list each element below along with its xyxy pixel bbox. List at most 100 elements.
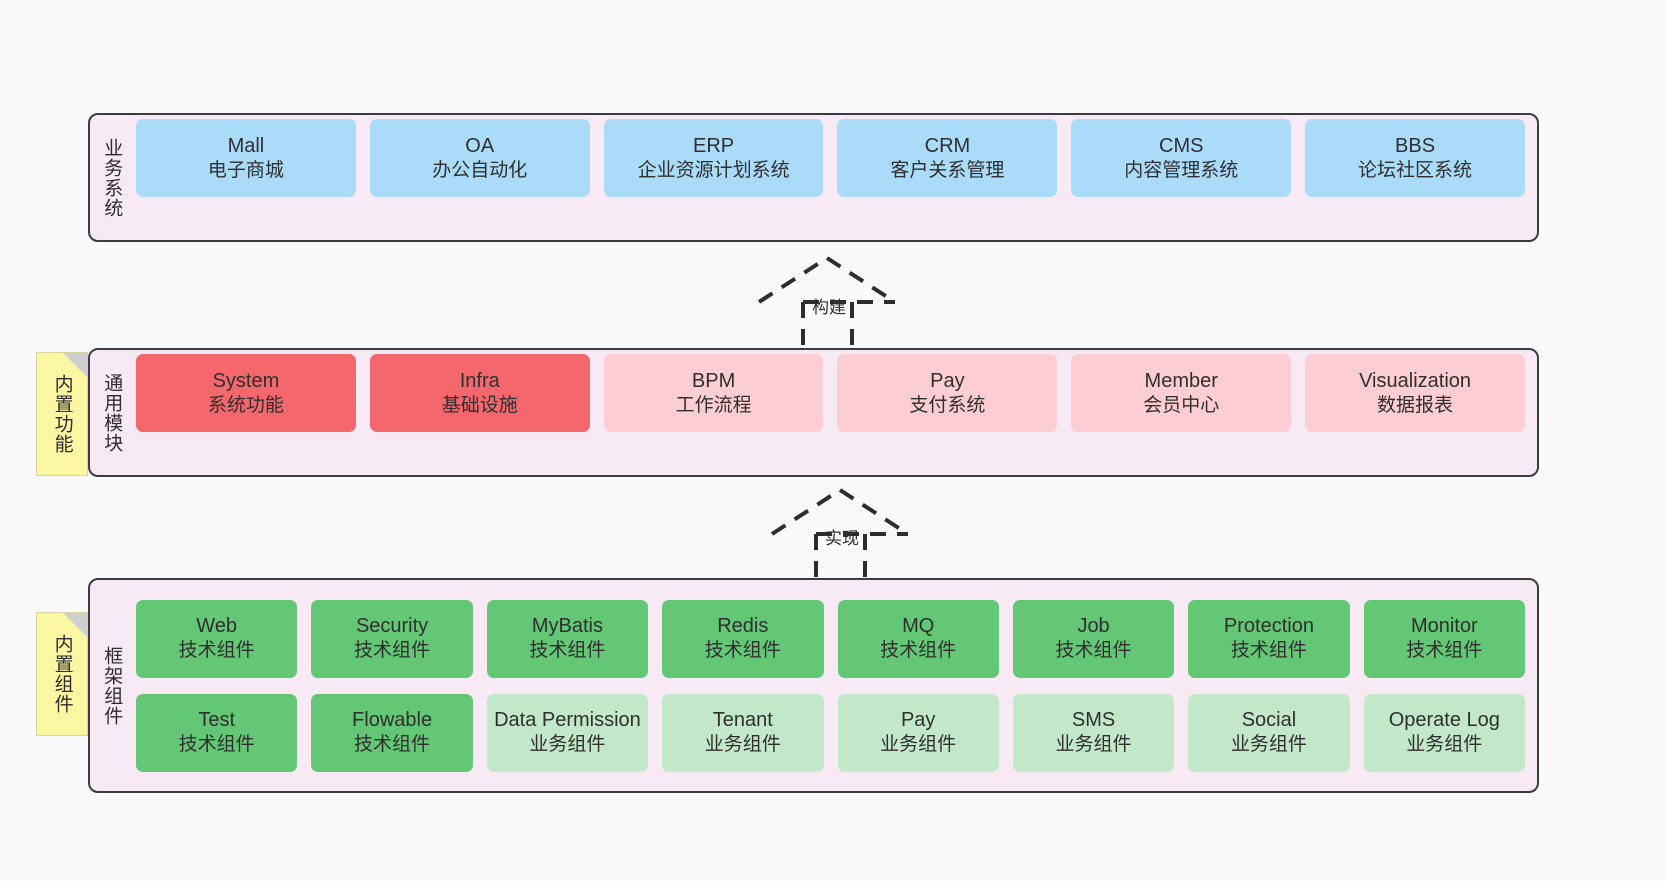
module-crm-en: CRM bbox=[924, 134, 971, 157]
component-tenant-en: Tenant bbox=[712, 709, 773, 732]
component-security-en: Security bbox=[355, 615, 429, 638]
module-system[interactable]: System 系统功能 bbox=[136, 354, 356, 432]
component-web-cn: 技术组件 bbox=[178, 640, 255, 662]
layer-business-system: 业务系统 Mall 电子商城 OA 办公自动化 ERP 企业资源计划系统 CRM… bbox=[88, 113, 1539, 242]
component-test[interactable]: Test 技术组件 bbox=[136, 693, 298, 772]
component-data-permission-en: Data Permission bbox=[494, 709, 641, 732]
component-job-cn: 技术组件 bbox=[1055, 640, 1132, 662]
module-pay-en: Pay bbox=[930, 369, 965, 392]
component-flowable-cn: 技术组件 bbox=[354, 734, 431, 756]
component-pay-en: Pay bbox=[900, 709, 936, 732]
note-builtin-functions: 内置功能 bbox=[36, 352, 88, 476]
layer-business-system-body: Mall 电子商城 OA 办公自动化 ERP 企业资源计划系统 CRM 客户关系… bbox=[132, 115, 1537, 201]
module-system-en: System bbox=[212, 369, 280, 392]
component-job-en: Job bbox=[1077, 615, 1110, 638]
component-mq[interactable]: MQ 技术组件 bbox=[837, 599, 999, 678]
component-pay[interactable]: Pay 业务组件 bbox=[837, 693, 999, 772]
component-monitor[interactable]: Monitor 技术组件 bbox=[1363, 599, 1525, 678]
module-infra-en: Infra bbox=[459, 369, 500, 392]
component-mybatis-en: MyBatis bbox=[531, 615, 603, 638]
module-oa-cn: 办公自动化 bbox=[432, 159, 528, 181]
module-oa-en: OA bbox=[465, 134, 495, 157]
module-visualization-en: Visualization bbox=[1359, 369, 1472, 392]
layer-business-system-title: 业务系统 bbox=[101, 137, 123, 218]
module-bpm-en: BPM bbox=[691, 369, 736, 392]
layer-common-module-body: System 系统功能 Infra 基础设施 BPM 工作流程 Pay 支付系统… bbox=[132, 350, 1537, 436]
component-security[interactable]: Security 技术组件 bbox=[311, 599, 473, 678]
component-sms-en: SMS bbox=[1071, 709, 1116, 732]
layer-framework-component-title: 框架组件 bbox=[101, 645, 123, 726]
module-erp[interactable]: ERP 企业资源计划系统 bbox=[603, 119, 824, 197]
module-mall[interactable]: Mall 电子商城 bbox=[136, 119, 356, 197]
module-mall-en: Mall bbox=[227, 134, 265, 157]
component-redis[interactable]: Redis 技术组件 bbox=[662, 599, 824, 678]
component-security-cn: 技术组件 bbox=[354, 640, 431, 662]
note-builtin-functions-label: 内置功能 bbox=[51, 374, 73, 454]
module-member-en: Member bbox=[1144, 369, 1218, 392]
component-operate-log-cn: 业务组件 bbox=[1406, 734, 1483, 756]
module-oa[interactable]: OA 办公自动化 bbox=[369, 119, 590, 197]
component-sms-cn: 业务组件 bbox=[1055, 734, 1132, 756]
layer-common-module-title: 通用模块 bbox=[101, 372, 123, 453]
component-tenant-cn: 业务组件 bbox=[704, 734, 781, 756]
component-test-cn: 技术组件 bbox=[178, 734, 255, 756]
cell-row: Web 技术组件 Security 技术组件 MyBatis 技术组件 Redi… bbox=[136, 599, 1525, 678]
cell-row: Mall 电子商城 OA 办公自动化 ERP 企业资源计划系统 CRM 客户关系… bbox=[136, 119, 1525, 197]
module-erp-en: ERP bbox=[693, 134, 735, 157]
connector-build-label: 构建 bbox=[812, 298, 846, 317]
component-mq-en: MQ bbox=[902, 615, 935, 638]
module-bpm-cn: 工作流程 bbox=[675, 394, 752, 416]
module-cms-cn: 内容管理系统 bbox=[1124, 159, 1239, 181]
module-member[interactable]: Member 会员中心 bbox=[1071, 354, 1292, 432]
component-flowable-en: Flowable bbox=[352, 709, 433, 732]
component-pay-cn: 业务组件 bbox=[880, 734, 957, 756]
component-mq-cn: 技术组件 bbox=[880, 640, 957, 662]
component-redis-en: Redis bbox=[717, 615, 769, 638]
module-bbs-en: BBS bbox=[1395, 134, 1436, 157]
cell-row: System 系统功能 Infra 基础设施 BPM 工作流程 Pay 支付系统… bbox=[136, 354, 1525, 432]
module-mall-cn: 电子商城 bbox=[207, 159, 284, 181]
layer-common-module: 通用模块 System 系统功能 Infra 基础设施 BPM 工作流程 Pay… bbox=[88, 348, 1539, 477]
component-protection[interactable]: Protection 技术组件 bbox=[1188, 599, 1350, 678]
module-infra-cn: 基础设施 bbox=[441, 394, 518, 416]
component-job[interactable]: Job 技术组件 bbox=[1012, 599, 1175, 678]
module-visualization-cn: 数据报表 bbox=[1377, 394, 1454, 416]
component-web[interactable]: Web 技术组件 bbox=[136, 599, 298, 678]
layer-framework-component-body: Web 技术组件 Security 技术组件 MyBatis 技术组件 Redi… bbox=[132, 580, 1537, 791]
note-builtin-components: 内置组件 bbox=[36, 612, 88, 736]
component-social-en: Social bbox=[1241, 709, 1297, 732]
component-social-cn: 业务组件 bbox=[1230, 734, 1307, 756]
module-pay-cn: 支付系统 bbox=[909, 394, 986, 416]
component-sms[interactable]: SMS 业务组件 bbox=[1012, 693, 1175, 772]
connector-implement-label: 实现 bbox=[825, 529, 859, 548]
component-data-permission[interactable]: Data Permission 业务组件 bbox=[486, 693, 649, 772]
module-bpm[interactable]: BPM 工作流程 bbox=[603, 354, 824, 432]
module-member-cn: 会员中心 bbox=[1143, 394, 1220, 416]
module-infra[interactable]: Infra 基础设施 bbox=[369, 354, 590, 432]
component-tenant[interactable]: Tenant 业务组件 bbox=[662, 693, 824, 772]
component-monitor-en: Monitor bbox=[1410, 615, 1478, 638]
note-builtin-components-label: 内置组件 bbox=[51, 634, 73, 714]
component-social[interactable]: Social 业务组件 bbox=[1188, 693, 1350, 772]
component-monitor-cn: 技术组件 bbox=[1406, 640, 1483, 662]
component-mybatis-cn: 技术组件 bbox=[529, 640, 606, 662]
module-cms-en: CMS bbox=[1159, 134, 1204, 157]
module-crm[interactable]: CRM 客户关系管理 bbox=[837, 119, 1058, 197]
component-redis-cn: 技术组件 bbox=[704, 640, 781, 662]
module-crm-cn: 客户关系管理 bbox=[890, 159, 1005, 181]
component-mybatis[interactable]: MyBatis 技术组件 bbox=[486, 599, 649, 678]
layer-framework-component: 框架组件 Web 技术组件 Security 技术组件 MyBatis 技术组件… bbox=[88, 578, 1539, 793]
module-cms[interactable]: CMS 内容管理系统 bbox=[1071, 119, 1292, 197]
module-bbs-cn: 论坛社区系统 bbox=[1358, 159, 1473, 181]
component-protection-cn: 技术组件 bbox=[1230, 640, 1307, 662]
module-pay[interactable]: Pay 支付系统 bbox=[837, 354, 1058, 432]
cell-row: Test 技术组件 Flowable 技术组件 Data Permission … bbox=[136, 693, 1525, 772]
component-web-en: Web bbox=[196, 615, 238, 638]
module-bbs[interactable]: BBS 论坛社区系统 bbox=[1305, 119, 1525, 197]
component-flowable[interactable]: Flowable 技术组件 bbox=[311, 693, 473, 772]
component-operate-log[interactable]: Operate Log 业务组件 bbox=[1363, 693, 1525, 772]
component-operate-log-en: Operate Log bbox=[1388, 709, 1500, 732]
module-visualization[interactable]: Visualization 数据报表 bbox=[1305, 354, 1525, 432]
component-protection-en: Protection bbox=[1223, 615, 1314, 638]
